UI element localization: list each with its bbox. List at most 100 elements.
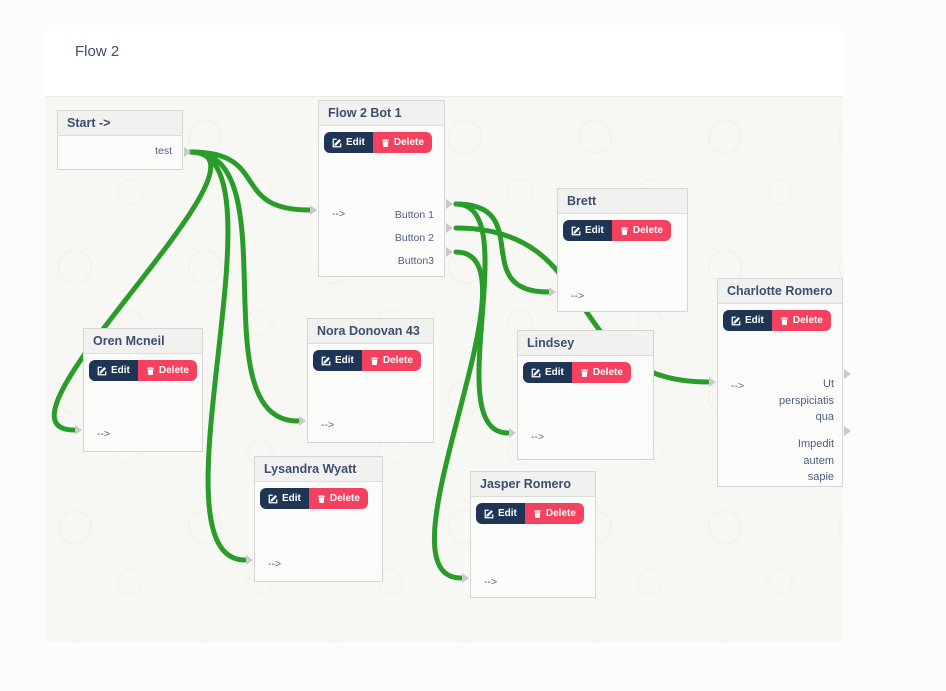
- input-port[interactable]: [75, 425, 82, 435]
- output-port-button1[interactable]: [446, 199, 453, 209]
- trash-icon: [146, 366, 155, 376]
- port-label-button3: Button3: [397, 255, 434, 267]
- input-port[interactable]: [310, 205, 317, 215]
- port-label-input: -->: [332, 208, 346, 220]
- trash-icon: [533, 509, 542, 519]
- edit-button[interactable]: Edit: [260, 488, 309, 509]
- connection-start-test-to-lysandra[interactable]: [188, 149, 248, 563]
- node-jasper-romero[interactable]: Jasper Romero Edit Delete -->: [462, 471, 596, 598]
- output-port-button3[interactable]: [446, 247, 453, 257]
- port-label-input: -->: [268, 558, 282, 570]
- port-label-button1: Button 1: [394, 209, 434, 221]
- delete-button[interactable]: Delete: [571, 362, 631, 383]
- node-lindsey[interactable]: Lindsey Edit Delete -->: [509, 330, 654, 460]
- output-port-button2[interactable]: [446, 223, 453, 233]
- node-actions: Edit Delete: [260, 488, 382, 509]
- edit-button-label: Edit: [111, 365, 130, 376]
- node-lindsey-title[interactable]: Lindsey: [518, 331, 653, 356]
- edit-button-label: Edit: [282, 493, 301, 504]
- input-port[interactable]: [462, 573, 469, 583]
- node-charlotte-romero[interactable]: Charlotte Romero Edit Delete --> Ut pers…: [709, 278, 851, 487]
- node-lysandra-body: Edit Delete -->: [255, 488, 382, 570]
- delete-button[interactable]: Delete: [308, 488, 368, 509]
- port-label-test: test: [155, 145, 172, 157]
- output-2-line-1: Impedit: [797, 438, 834, 450]
- delete-button-label: Delete: [393, 137, 424, 148]
- node-flow2-bot1-body: Edit Delete --> Button 1 Button 2 Button…: [319, 132, 444, 267]
- edit-icon: [531, 368, 541, 378]
- edit-button[interactable]: Edit: [313, 350, 362, 371]
- edit-icon: [321, 356, 331, 366]
- node-oren-mcneil[interactable]: Oren Mcneil Edit Delete -->: [75, 328, 203, 452]
- node-jasper-title[interactable]: Jasper Romero: [471, 472, 595, 497]
- edit-button[interactable]: Edit: [476, 503, 525, 524]
- delete-button-label: Delete: [632, 225, 663, 236]
- connection-start-test-to-nora[interactable]: [188, 149, 301, 424]
- delete-button[interactable]: Delete: [137, 360, 197, 381]
- node-brett[interactable]: Brett Edit Delete -->: [549, 188, 688, 312]
- input-port[interactable]: [549, 287, 556, 297]
- port-label-input: -->: [731, 380, 745, 392]
- node-flow2-bot1-title[interactable]: Flow 2 Bot 1: [319, 101, 444, 126]
- edit-button[interactable]: Edit: [523, 362, 572, 383]
- edit-button[interactable]: Edit: [89, 360, 138, 381]
- output-port-2[interactable]: [844, 426, 851, 436]
- node-brett-title[interactable]: Brett: [558, 189, 687, 214]
- edit-button[interactable]: Edit: [324, 132, 373, 153]
- node-actions: Edit Delete: [563, 220, 687, 241]
- connection-start-test-to-bot1[interactable]: [188, 149, 312, 213]
- input-port[interactable]: [246, 555, 253, 565]
- node-flow2-bot1[interactable]: Flow 2 Bot 1 Edit Delete --> Button 1 Bu…: [310, 100, 453, 277]
- node-nora-donovan[interactable]: Nora Donovan 43 Edit Delete -->: [299, 318, 434, 443]
- node-oren-body: Edit Delete -->: [84, 360, 202, 440]
- input-port[interactable]: [509, 428, 516, 438]
- delete-button-label: Delete: [329, 493, 360, 504]
- output-port-1[interactable]: [844, 369, 851, 379]
- app-header-bar: Flow 2: [45, 30, 843, 97]
- node-actions: Edit Delete: [324, 132, 444, 153]
- input-port[interactable]: [299, 416, 306, 426]
- node-brett-body: Edit Delete -->: [558, 220, 687, 302]
- output-1-line-3: qua: [815, 411, 834, 423]
- node-actions: Edit Delete: [476, 503, 595, 524]
- delete-button-label: Delete: [792, 315, 823, 326]
- edit-button-label: Edit: [545, 367, 564, 378]
- output-port-test[interactable]: [184, 147, 191, 157]
- edit-button-label: Edit: [585, 225, 604, 236]
- node-lysandra-wyatt[interactable]: Lysandra Wyatt Edit Delete -->: [246, 456, 383, 582]
- trash-icon: [580, 368, 589, 378]
- node-lysandra-title[interactable]: Lysandra Wyatt: [255, 457, 382, 482]
- trash-icon: [370, 356, 379, 366]
- connection-button3-to-jasper[interactable]: [431, 249, 486, 581]
- edit-button[interactable]: Edit: [563, 220, 612, 241]
- node-nora-body: Edit Delete -->: [308, 350, 433, 431]
- delete-button[interactable]: Delete: [361, 350, 421, 371]
- node-oren-title[interactable]: Oren Mcneil: [84, 329, 202, 354]
- connection-button1-to-brett[interactable]: [453, 201, 551, 295]
- node-actions: Edit Delete: [89, 360, 202, 381]
- delete-button[interactable]: Delete: [611, 220, 671, 241]
- trash-icon: [620, 226, 629, 236]
- node-actions: Edit Delete: [723, 310, 842, 331]
- port-label-input: -->: [571, 290, 585, 302]
- edit-icon: [571, 226, 581, 236]
- trash-icon: [317, 494, 326, 504]
- node-charlotte-title[interactable]: Charlotte Romero: [718, 279, 842, 304]
- trash-icon: [381, 138, 390, 148]
- edit-button[interactable]: Edit: [723, 310, 772, 331]
- output-1-line-1: Ut: [823, 378, 834, 390]
- port-label-input: -->: [531, 431, 545, 443]
- node-lindsey-body: Edit Delete -->: [518, 362, 653, 443]
- node-nora-title[interactable]: Nora Donovan 43: [308, 319, 433, 344]
- node-start-title[interactable]: Start ->: [58, 111, 182, 136]
- edit-icon: [97, 366, 107, 376]
- port-label-input: -->: [321, 419, 335, 431]
- node-start[interactable]: Start -> test: [57, 110, 191, 170]
- delete-button[interactable]: Delete: [524, 503, 584, 524]
- delete-button[interactable]: Delete: [372, 132, 432, 153]
- delete-button[interactable]: Delete: [771, 310, 831, 331]
- trash-icon: [780, 316, 789, 326]
- input-port[interactable]: [709, 377, 716, 387]
- connection-start-test-to-oren[interactable]: [52, 149, 213, 433]
